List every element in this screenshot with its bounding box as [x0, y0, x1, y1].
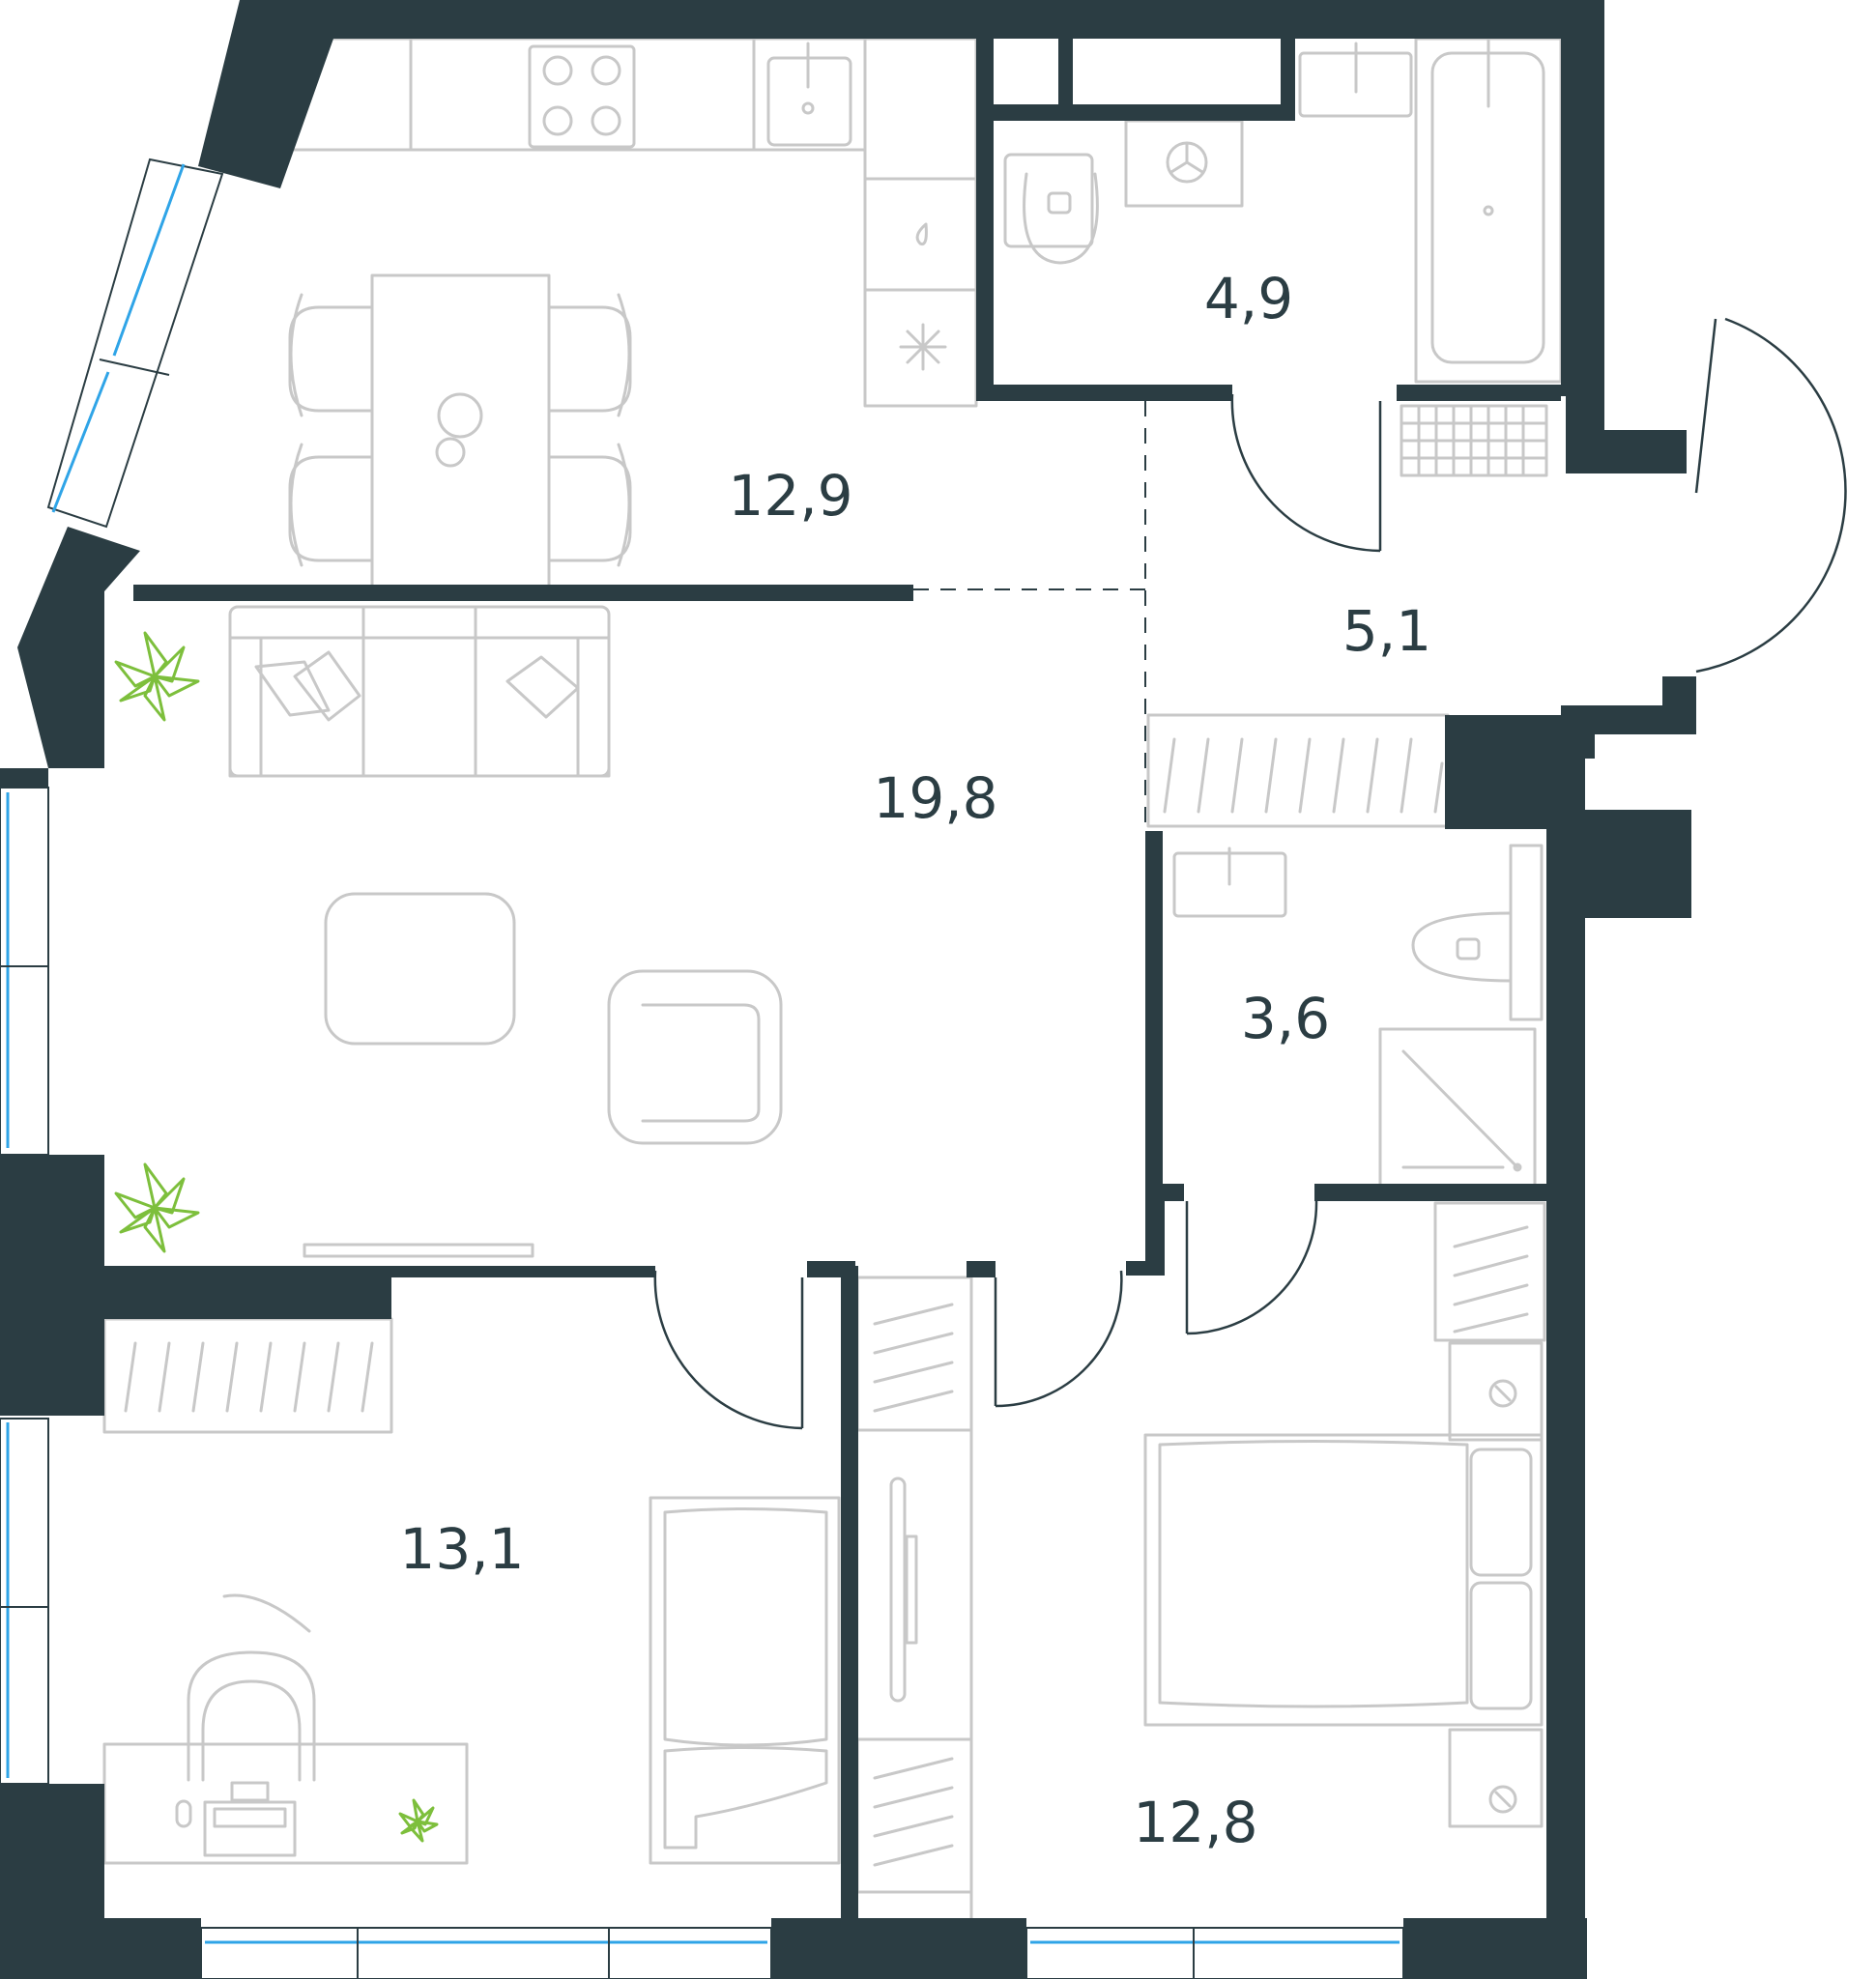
window-bottom-right — [1025, 1927, 1404, 1979]
toilet-icon — [1003, 153, 1099, 265]
desk-icon — [102, 1742, 469, 1865]
bathroom-sink-icon — [1298, 42, 1413, 118]
area-hall: 5,1 — [1342, 598, 1431, 664]
window-bedroom-left — [0, 1418, 49, 1785]
bedside-table-icon — [1448, 1341, 1544, 1828]
bathtub-icon — [1414, 37, 1563, 384]
wc-toilet-icon — [1411, 844, 1544, 1021]
wardrobe-left-icon — [102, 1317, 393, 1434]
door-bedroom-right — [994, 1270, 1123, 1408]
windows — [0, 158, 1404, 1979]
sofa-icon — [228, 605, 611, 778]
wc-sink-icon — [1172, 846, 1287, 918]
coffee-table-icon — [324, 892, 516, 1046]
fridge-icon — [899, 323, 947, 371]
zone-dividers — [913, 401, 1146, 831]
area-bathroom: 4,9 — [1204, 266, 1293, 331]
window-living — [0, 787, 49, 1156]
furniture — [102, 37, 1563, 1935]
window-bottom-left — [200, 1927, 772, 1979]
wardrobe-icon — [1146, 713, 1450, 828]
area-living: 19,8 — [873, 765, 997, 831]
area-bedroom-left: 13,1 — [399, 1516, 524, 1582]
radiator-icon — [1400, 404, 1548, 477]
dishwasher-icon — [915, 222, 928, 246]
area-wc: 3,6 — [1241, 986, 1330, 1051]
stove-icon — [528, 44, 636, 149]
armchair-icon — [607, 969, 783, 1145]
walls — [0, 0, 1696, 1979]
wardrobe-central-icon — [855, 1276, 973, 1935]
area-labels: 12,9 4,9 5,1 19,8 3,6 13,1 12,8 — [399, 266, 1431, 1855]
wardrobe-right-icon — [1433, 1201, 1546, 1342]
plant-icon — [114, 631, 439, 1843]
door-bedroom-left — [653, 1270, 804, 1430]
shower-icon — [1378, 1027, 1537, 1188]
bed-single-icon — [649, 1496, 841, 1865]
chair-icon — [187, 1593, 316, 1782]
door-wc — [1185, 1200, 1318, 1335]
dining-table-icon — [288, 273, 632, 591]
washing-machine-icon — [1124, 119, 1244, 208]
door-bathroom — [1230, 393, 1382, 553]
door-entrance — [1694, 317, 1847, 674]
area-bedroom-right: 12,8 — [1133, 1790, 1257, 1855]
area-kitchen: 12,9 — [728, 463, 852, 529]
doors — [653, 317, 1847, 1430]
bed-double-icon — [1143, 1433, 1544, 1727]
window-kitchen — [46, 158, 224, 529]
sink-icon — [766, 42, 852, 147]
tv-stand-icon — [303, 1243, 534, 1258]
